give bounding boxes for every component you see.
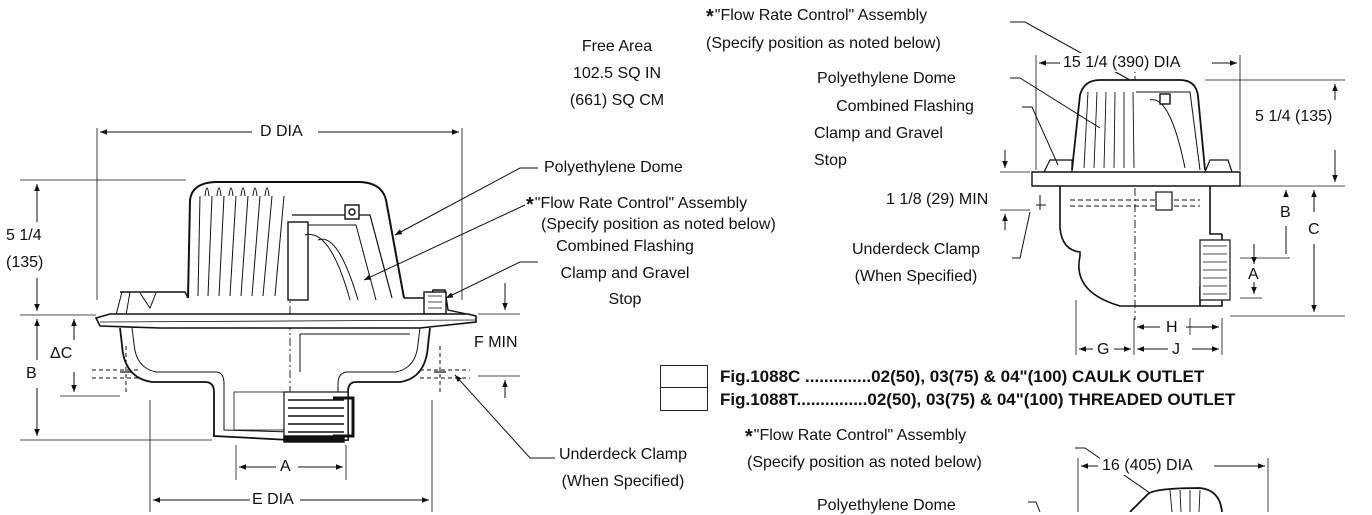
f-min-label: F MIN [474,334,518,351]
dome-label-left: Polyethylene Dome [544,159,683,176]
underdeck-label-top-2: (When Specified) [854,268,978,285]
flow-label-top-text: "Flow Rate Control" Assembly [714,7,928,24]
legend-swatch-caulk [660,365,708,389]
j-label-top: J [1172,341,1180,358]
min-label-top: 1 1/8 (29) MIN [886,191,989,208]
legend-fig-threaded: Fig.1088T............... [720,390,868,409]
legend-fig-caulk: Fig.1088C .............. [720,367,872,386]
flashing-label-left-3: Stop [608,291,642,308]
a-label-top: A [1248,266,1259,283]
g-label-top: G [1097,341,1110,358]
underdeck-label-left-2: (When Specified) [561,473,685,490]
flashing-label-left-2: Clamp and Gravel [560,265,690,282]
dome-height-in: 5 1/4 [6,227,42,244]
underdeck-label-left-1: Underdeck Clamp [558,446,688,463]
legend-row-caulk: Fig.1088C ..............02(50), 03(75) &… [720,367,1204,386]
legend-desc-caulk: 02(50), 03(75) & 04"(100) CAULK OUTLET [871,367,1205,386]
flashing-label-left-1: Combined Flashing [556,238,694,255]
flow-note-top: (Specify position as noted below) [706,35,941,52]
flow-note-left: (Specify position as noted below) [541,216,776,233]
h-label-top: H [1166,319,1178,336]
dia-label-bottom: 16 (405) DIA [1100,456,1195,475]
b-label-top: B [1280,204,1291,221]
flow-note-bottom: (Specify position as noted below) [747,454,982,471]
flow-label-left: *"Flow Rate Control" Assembly [526,194,747,215]
d-dia-label: D DIA [258,122,305,141]
dia-label-top: 15 1/4 (390) DIA [1061,53,1183,72]
dome-height-mm: (135) [6,254,44,271]
b-dim-label: B [26,365,37,382]
flashing-label-top-3: Stop [814,152,847,169]
legend-desc-threaded: 02(50), 03(75) & 04"(100) THREADED OUTLE… [867,390,1236,409]
legend-row-threaded: Fig.1088T...............02(50), 03(75) &… [720,390,1235,409]
flow-label-bottom-text: "Flow Rate Control" Assembly [753,427,967,444]
free-area-title: Free Area [581,38,653,55]
asterisk-mark: * [706,6,714,28]
a-dim-label: A [280,458,291,475]
flow-label-left-text: "Flow Rate Control" Assembly [534,195,748,212]
delta-c-label: ΔC [50,345,73,362]
c-label-top: C [1308,221,1320,238]
free-area-sq-in: 102.5 SQ IN [572,65,662,82]
free-area-sq-cm: (661) SQ CM [569,92,665,109]
dome-label-bottom: Polyethylene Dome [817,497,956,514]
underdeck-label-top-1: Underdeck Clamp [851,241,981,258]
flashing-label-top-1: Combined Flashing [836,98,974,115]
asterisk-mark: * [526,194,534,216]
legend-swatch-threaded [660,387,708,411]
asterisk-mark: * [745,426,753,448]
height-label-top: 5 1/4 (135) [1255,108,1333,125]
e-dia-label: E DIA [250,490,296,509]
flashing-label-top-2: Clamp and Gravel [814,125,943,142]
flow-label-top: *"Flow Rate Control" Assembly [706,6,927,27]
dome-label-top: Polyethylene Dome [817,70,956,87]
flow-label-bottom: *"Flow Rate Control" Assembly [745,426,966,447]
